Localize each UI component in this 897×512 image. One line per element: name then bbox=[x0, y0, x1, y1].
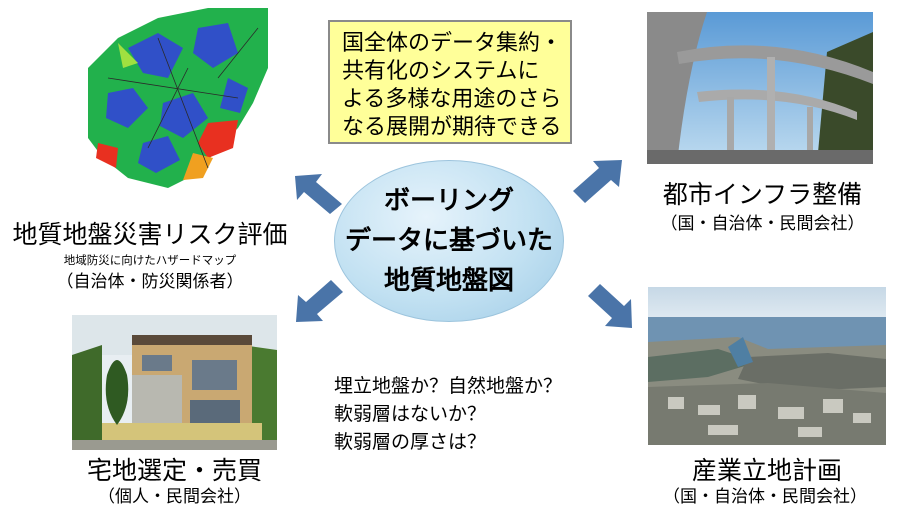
center-line: ボーリング bbox=[383, 186, 514, 216]
summary-note: 国全体のデータ集約・ 共有化のシステムに よる多様な用途のさら なる展開が期待で… bbox=[328, 20, 572, 144]
center-line: 地質地盤図 bbox=[383, 266, 514, 296]
infra-users: （国・自治体・民間会社） bbox=[660, 214, 865, 234]
residential-users: （個人・民間会社） bbox=[98, 487, 251, 507]
industrial-area-photo bbox=[648, 287, 886, 445]
arrow-down-right bbox=[588, 284, 632, 328]
question-line: 軟弱層はないか？ bbox=[334, 403, 487, 425]
note-line: 国全体のデータ集約・ bbox=[342, 31, 563, 56]
hazard-users: （自治体・防災関係者） bbox=[56, 272, 244, 292]
question-line: 軟弱層の厚さは？ bbox=[334, 431, 487, 453]
infra-title: 都市インフラ整備 bbox=[662, 180, 863, 209]
industry-title: 産業立地計画 bbox=[691, 456, 842, 485]
question-line: 埋立地盤か？自然地盤か？ bbox=[334, 375, 563, 397]
note-line: よる多様な用途のさら bbox=[342, 87, 562, 112]
arrow-up-right bbox=[573, 160, 622, 203]
house-photo bbox=[72, 315, 277, 450]
industry-users: （国・自治体・民間会社） bbox=[663, 487, 867, 507]
note-line: 共有化のシステムに bbox=[342, 59, 540, 84]
infrastructure-photo bbox=[647, 12, 873, 164]
note-line: なる展開が期待できる bbox=[342, 115, 562, 140]
arrow-up-left bbox=[295, 174, 342, 214]
hazard-title: 地質地盤災害リスク評価 bbox=[12, 220, 288, 249]
central-concept: ボーリング データに基づいた 地質地盤図 bbox=[334, 160, 564, 322]
soil-questions: 埋立地盤か？自然地盤か？ 軟弱層はないか？ 軟弱層の厚さは？ bbox=[334, 372, 562, 456]
arrow-down-left bbox=[296, 280, 343, 322]
residential-title: 宅地選定・売買 bbox=[86, 456, 262, 485]
hazard-subtitle: 地域防災に向けたハザードマップ bbox=[63, 253, 237, 267]
center-line: データに基づいた bbox=[344, 226, 553, 256]
hazard-map-image bbox=[88, 8, 268, 188]
